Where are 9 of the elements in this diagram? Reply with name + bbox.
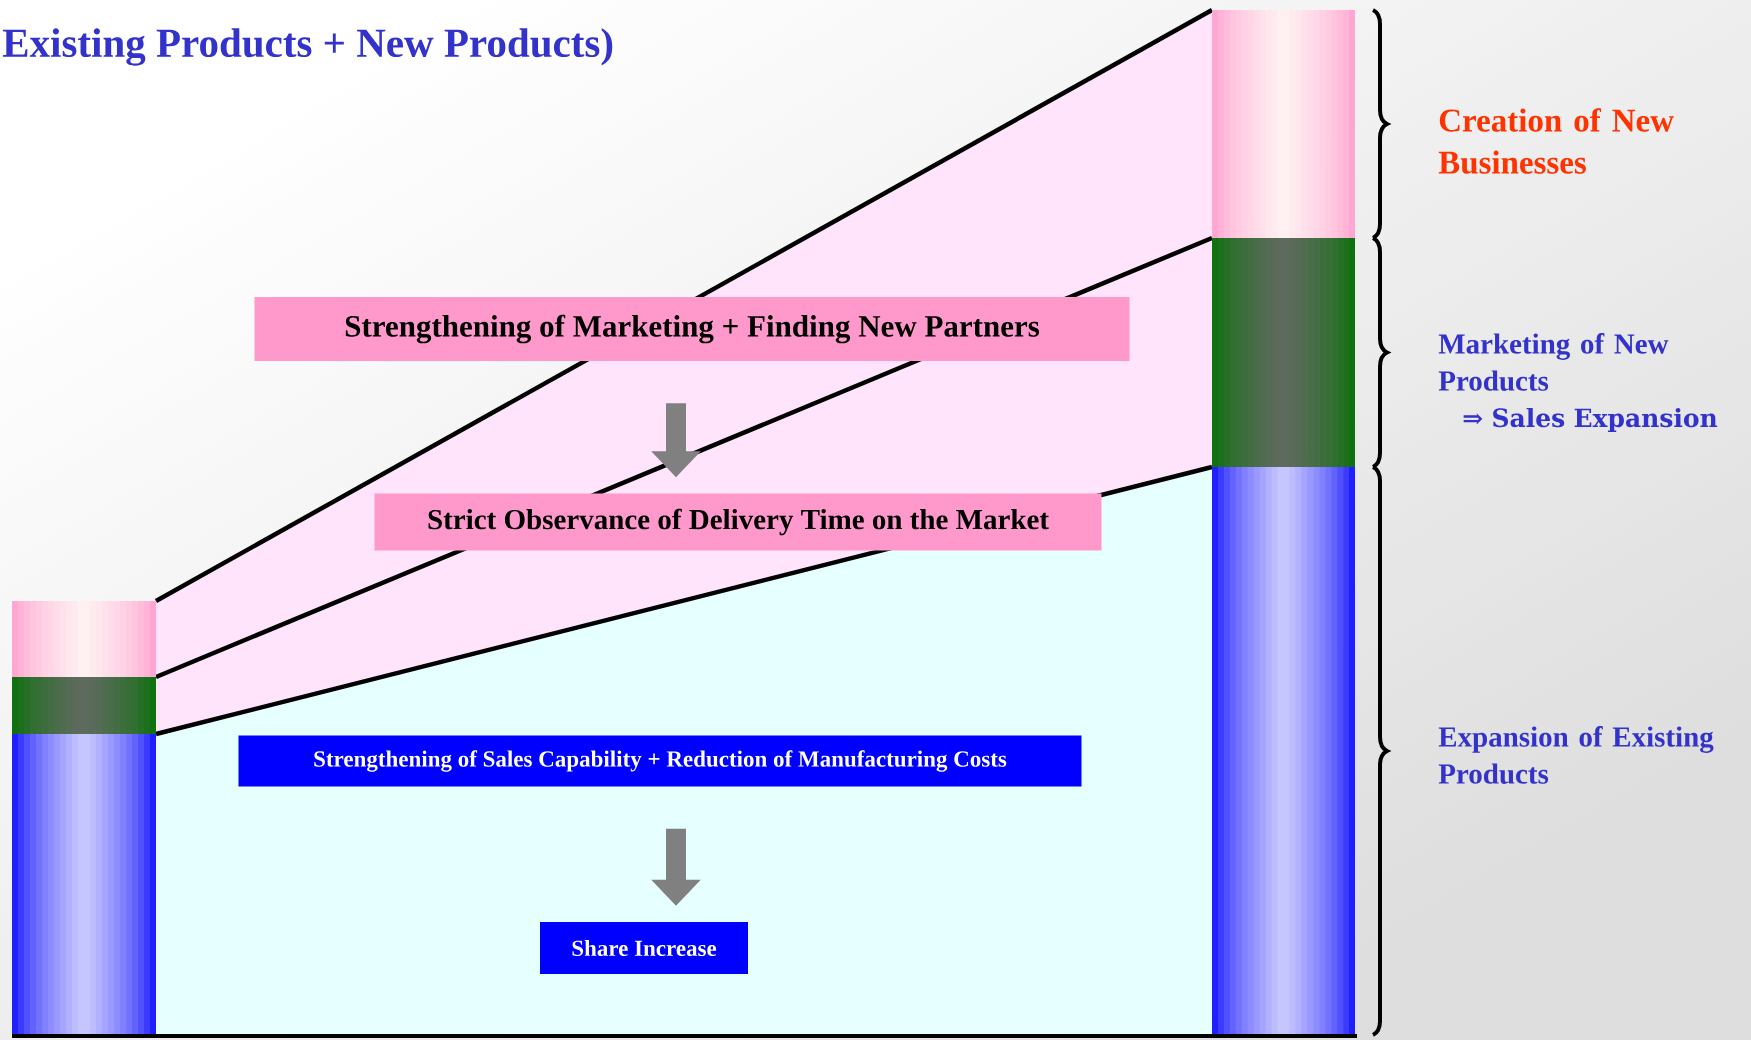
- side-label: Expansion of Existing Products: [1438, 726, 1714, 784]
- text-box: Share Increase: [540, 922, 748, 974]
- side-label: Marketing of New Products: [1438, 333, 1669, 391]
- text-box: Strengthening of Marketing + Finding New Partners: [254, 297, 1130, 361]
- title: Existing Products + New Products): [2, 28, 613, 66]
- side-label: ⇒ Sales Expansion: [1463, 407, 1718, 433]
- text-box: Strengthening of Sales Capability + Reduction of Manufacturing Costs: [238, 735, 1082, 787]
- text-box: Strict Observance of Delivery Time on the Market: [374, 493, 1102, 551]
- side-label: Creation of New Businesses: [1438, 108, 1674, 174]
